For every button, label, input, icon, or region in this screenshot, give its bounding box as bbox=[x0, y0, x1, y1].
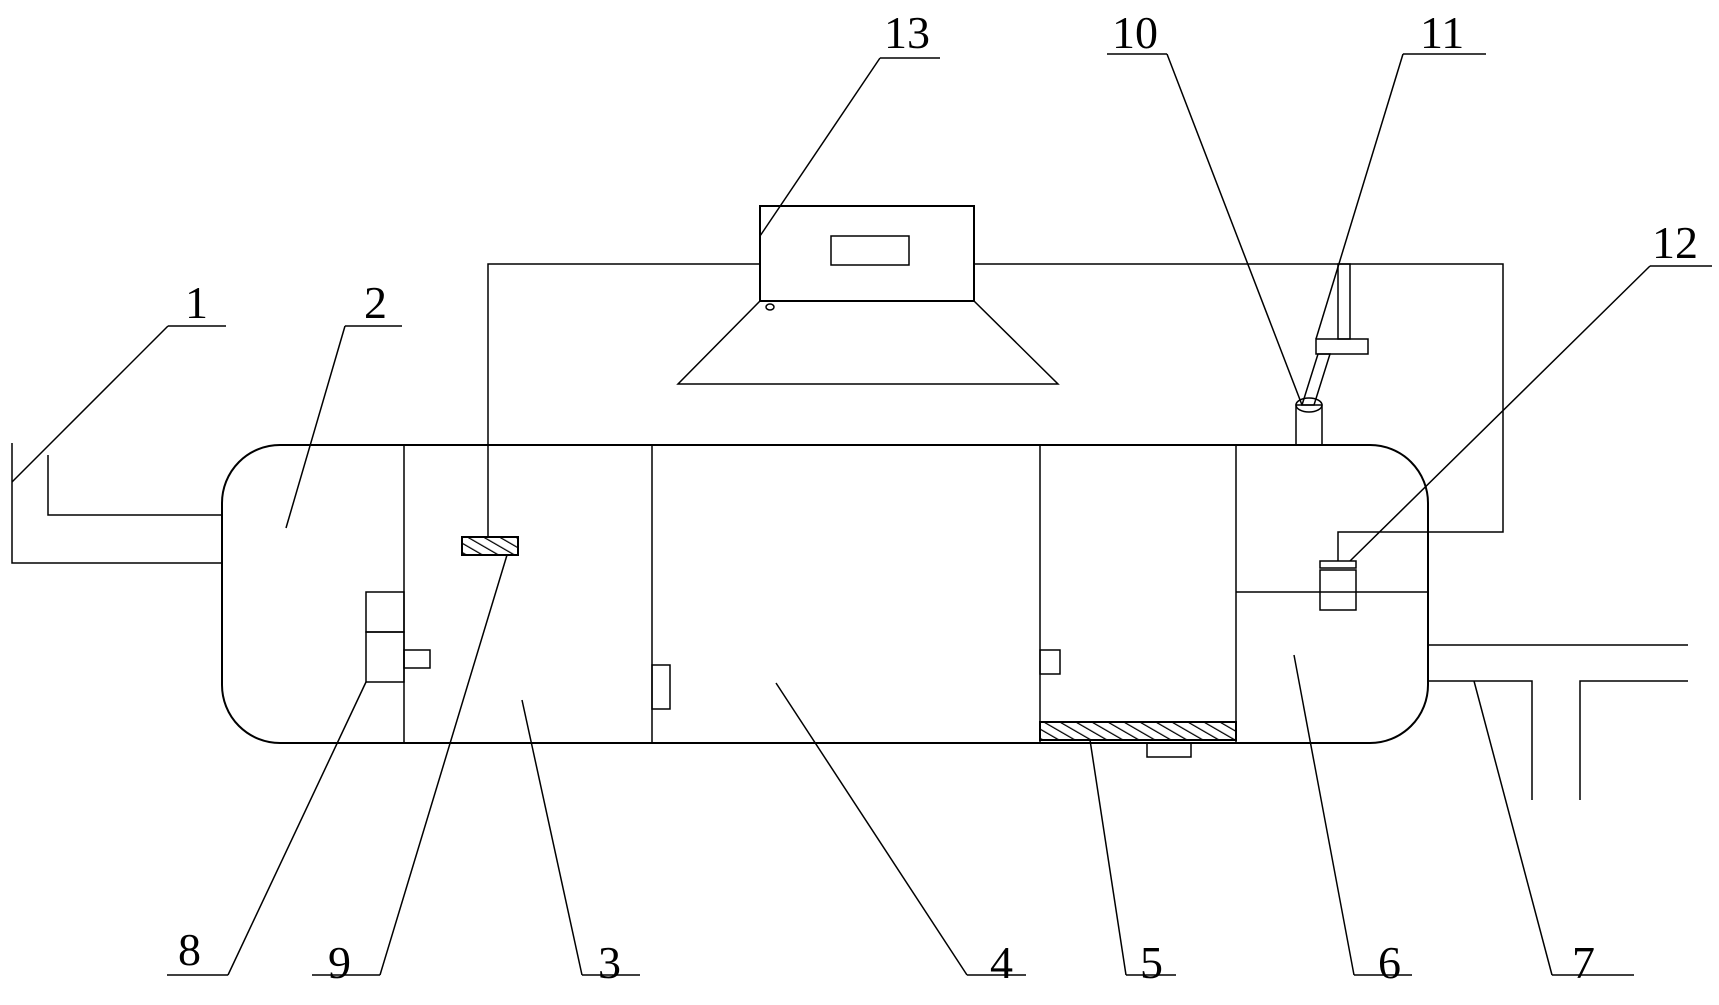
callout-11: 11 bbox=[1420, 7, 1464, 58]
component-11-post bbox=[1337, 263, 1351, 340]
callout-7: 7 bbox=[1572, 937, 1595, 988]
leader-5 bbox=[1089, 739, 1127, 976]
leader-9 bbox=[379, 554, 508, 976]
component-5-filter bbox=[1039, 721, 1237, 741]
callout-3: 3 bbox=[598, 937, 621, 988]
callout-9: 9 bbox=[328, 937, 351, 988]
component-13-controller bbox=[759, 205, 975, 302]
callout-4: 4 bbox=[990, 937, 1013, 988]
callout-5: 5 bbox=[1140, 937, 1163, 988]
component-9-sensor bbox=[461, 536, 519, 556]
component-13-hood bbox=[676, 300, 1060, 385]
component-8-nozzle bbox=[403, 649, 431, 669]
inlet-pipe-upper bbox=[47, 455, 222, 516]
leader-8 bbox=[227, 681, 367, 976]
callout-6: 6 bbox=[1378, 937, 1401, 988]
wire-to-sensor-12 bbox=[974, 263, 1504, 561]
component-13-display bbox=[830, 235, 910, 266]
callout-1: 1 bbox=[185, 277, 208, 328]
component-8-box-lower bbox=[365, 631, 405, 683]
partition-3-baffle bbox=[1039, 649, 1061, 675]
inlet-pipe-lower bbox=[11, 443, 222, 564]
leader-13 bbox=[759, 57, 881, 237]
component-12-probe bbox=[1319, 560, 1357, 569]
tank-body bbox=[221, 444, 1429, 744]
wire-to-sensor-9 bbox=[487, 263, 760, 537]
component-11-bracket bbox=[1315, 338, 1369, 355]
component-8-box-upper bbox=[365, 591, 405, 633]
callout-8: 8 bbox=[178, 924, 201, 975]
leader-2 bbox=[285, 325, 346, 529]
leader-12 bbox=[1349, 265, 1651, 562]
leader-1 bbox=[11, 325, 169, 483]
callout-10: 10 bbox=[1112, 7, 1158, 58]
outlet-pipe-right bbox=[1579, 680, 1688, 800]
callout-12: 12 bbox=[1652, 217, 1698, 268]
component-11-arm bbox=[1300, 353, 1332, 406]
component-12-float bbox=[1319, 569, 1357, 611]
partition-2-baffle bbox=[651, 664, 671, 710]
component-5-bottom-fitting bbox=[1146, 742, 1192, 758]
outlet-pipe-left bbox=[1428, 680, 1533, 800]
leader-10 bbox=[1166, 53, 1303, 406]
callout-13: 13 bbox=[884, 7, 930, 58]
leader-6 bbox=[1293, 654, 1355, 976]
component-10-vent-cap bbox=[1295, 397, 1323, 413]
leader-3 bbox=[521, 699, 583, 976]
component-10-vent-pipe bbox=[1295, 404, 1323, 446]
callout-2: 2 bbox=[364, 277, 387, 328]
leader-7 bbox=[1473, 680, 1553, 976]
leader-11 bbox=[1315, 53, 1404, 340]
component-13-indicator bbox=[765, 303, 775, 311]
leader-4 bbox=[775, 682, 968, 976]
